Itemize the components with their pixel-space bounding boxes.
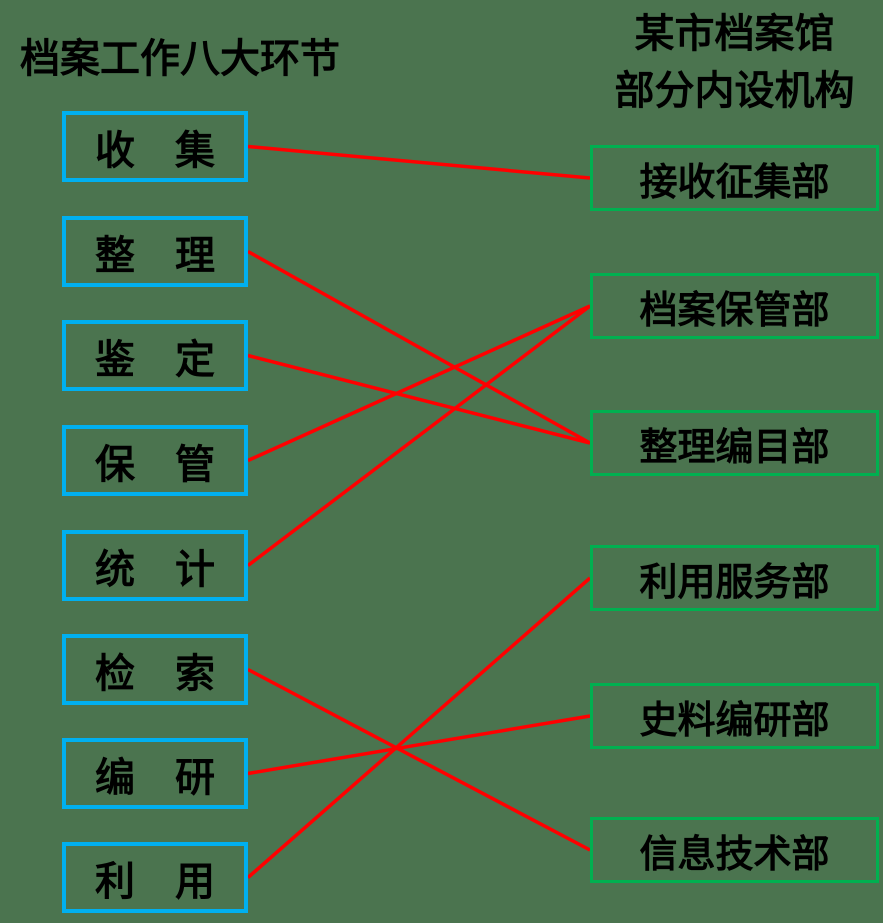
department-box-label: 整理编目部 <box>639 426 830 469</box>
process-box-8: 利 用 <box>62 842 248 913</box>
department-box-4: 利用服务部 <box>590 545 879 611</box>
process-box-label: 鉴 定 <box>95 337 215 382</box>
right-column-title-line-2: 部分内设机构 <box>614 69 855 113</box>
process-box-1: 收 集 <box>62 111 248 182</box>
process-box-label: 收 集 <box>95 128 215 173</box>
connector-line-6 <box>247 667 591 852</box>
department-box-1: 接收征集部 <box>590 145 879 211</box>
connector-line-8 <box>246 576 592 879</box>
process-box-label: 编 研 <box>95 755 215 800</box>
process-box-label: 利 用 <box>95 859 215 904</box>
connector-line-4 <box>247 304 591 463</box>
connector-line-3 <box>247 353 591 445</box>
process-box-label: 保 管 <box>95 442 215 487</box>
department-box-label: 接收征集部 <box>639 161 830 204</box>
process-box-label: 整 理 <box>95 233 215 278</box>
department-box-6: 信息技术部 <box>590 817 879 883</box>
process-box-label: 检 索 <box>95 651 215 696</box>
department-box-label: 档案保管部 <box>639 289 830 332</box>
connector-line-7 <box>247 714 591 776</box>
department-box-3: 整理编目部 <box>590 410 879 476</box>
department-box-label: 信息技术部 <box>639 833 830 876</box>
department-box-2: 档案保管部 <box>590 273 879 339</box>
right-column-title: 某市档案馆 部分内设机构 <box>590 6 879 120</box>
department-box-label: 史料编研部 <box>639 699 830 742</box>
process-box-label: 统 计 <box>95 547 215 592</box>
process-box-4: 保 管 <box>62 425 248 496</box>
connector-line-5 <box>246 304 592 567</box>
connector-line-1 <box>247 144 591 180</box>
left-column-title: 档案工作八大环节 <box>20 37 340 81</box>
right-column-title-line-1: 某市档案馆 <box>634 12 835 56</box>
process-box-6: 检 索 <box>62 634 248 705</box>
department-box-label: 利用服务部 <box>639 561 830 604</box>
process-box-3: 鉴 定 <box>62 320 248 391</box>
department-box-5: 史料编研部 <box>590 683 879 749</box>
process-box-2: 整 理 <box>62 216 248 287</box>
process-box-7: 编 研 <box>62 738 248 809</box>
process-box-5: 统 计 <box>62 530 248 601</box>
connector-line-2 <box>247 249 591 445</box>
